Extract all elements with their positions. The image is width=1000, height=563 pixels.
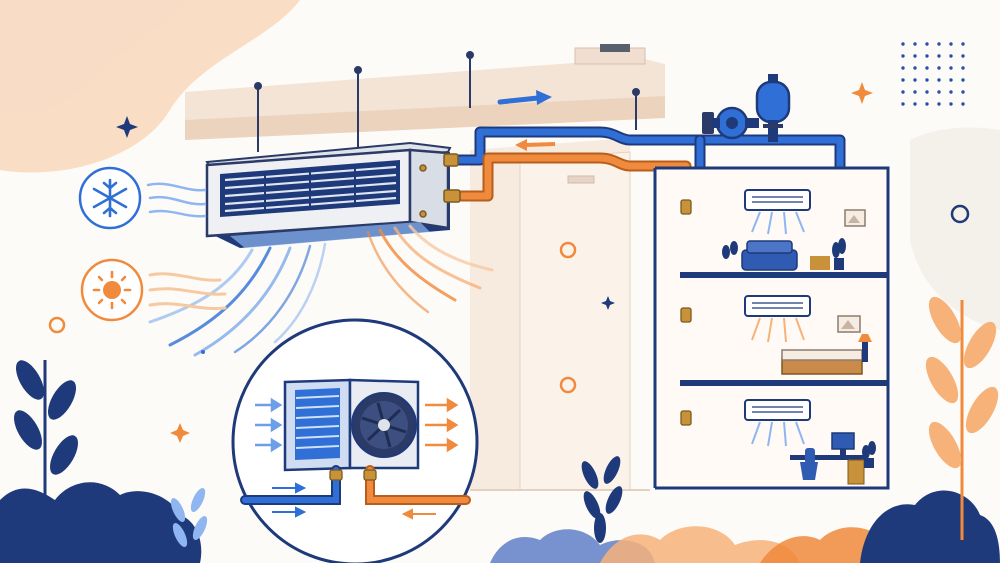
outdoor-unit-inset <box>231 318 479 563</box>
side-airflow-lines <box>146 182 227 311</box>
grid-dot <box>961 90 965 94</box>
cool-air-output <box>751 211 805 235</box>
grid-dot <box>949 90 953 94</box>
grid-dot <box>961 42 965 46</box>
grid-dot <box>901 102 905 106</box>
building-structure <box>185 44 665 491</box>
grid-dot <box>949 42 953 46</box>
grid-dot <box>901 54 905 58</box>
sun-icon <box>80 258 144 322</box>
grid-dot <box>949 102 953 106</box>
grid-dot <box>925 102 929 106</box>
grid-dot <box>913 42 917 46</box>
grid-dot <box>949 54 953 58</box>
grid-dot <box>961 66 965 70</box>
grid-dot <box>901 78 905 82</box>
ceiling-indoor-unit <box>205 141 461 248</box>
grid-dot <box>913 54 917 58</box>
grid-dot <box>913 102 917 106</box>
living-room <box>722 189 866 271</box>
dot-grid-decor <box>901 42 965 106</box>
grid-dot <box>901 90 905 94</box>
grid-dot <box>937 102 941 106</box>
bedroom <box>744 295 872 375</box>
circulation-pump <box>702 106 759 140</box>
condenser-coil <box>283 378 352 472</box>
grid-dot <box>949 78 953 82</box>
flow-arrows <box>497 90 556 151</box>
grid-dot <box>949 66 953 70</box>
grid-dot <box>913 78 917 82</box>
grid-dot <box>913 66 917 70</box>
sparkle-decor <box>48 82 970 443</box>
inflow-arrows <box>255 397 283 453</box>
grid-dot <box>925 54 929 58</box>
grid-dot <box>901 66 905 70</box>
grid-dot <box>925 66 929 70</box>
background-decor <box>0 0 1000 330</box>
arrow-right-icon <box>497 90 552 105</box>
grid-dot <box>925 42 929 46</box>
plant-icon <box>722 241 738 259</box>
warm-airflow-streams <box>366 224 494 314</box>
office <box>744 399 876 485</box>
arrow-left-icon <box>515 139 556 151</box>
multi-floor-building <box>653 166 890 490</box>
cool-airflow-streams <box>148 242 327 357</box>
grid-dot <box>901 42 905 46</box>
grid-dot <box>937 54 941 58</box>
grid-dot <box>937 78 941 82</box>
grid-dot <box>925 78 929 82</box>
grid-dot <box>937 90 941 94</box>
outflow-arrows <box>425 397 459 453</box>
fan-housing <box>348 378 420 470</box>
grid-dot <box>925 90 929 94</box>
grid-dot <box>961 102 965 106</box>
foliage-decor <box>0 296 1000 563</box>
grid-dot <box>913 90 917 94</box>
grid-dot <box>961 78 965 82</box>
expansion-tank <box>755 74 791 142</box>
grid-dot <box>937 42 941 46</box>
warm-air-output <box>751 317 805 343</box>
cool-air-output <box>751 421 805 447</box>
snowflake-icon <box>78 166 142 230</box>
grid-dot <box>937 66 941 70</box>
grid-dot <box>961 54 965 58</box>
